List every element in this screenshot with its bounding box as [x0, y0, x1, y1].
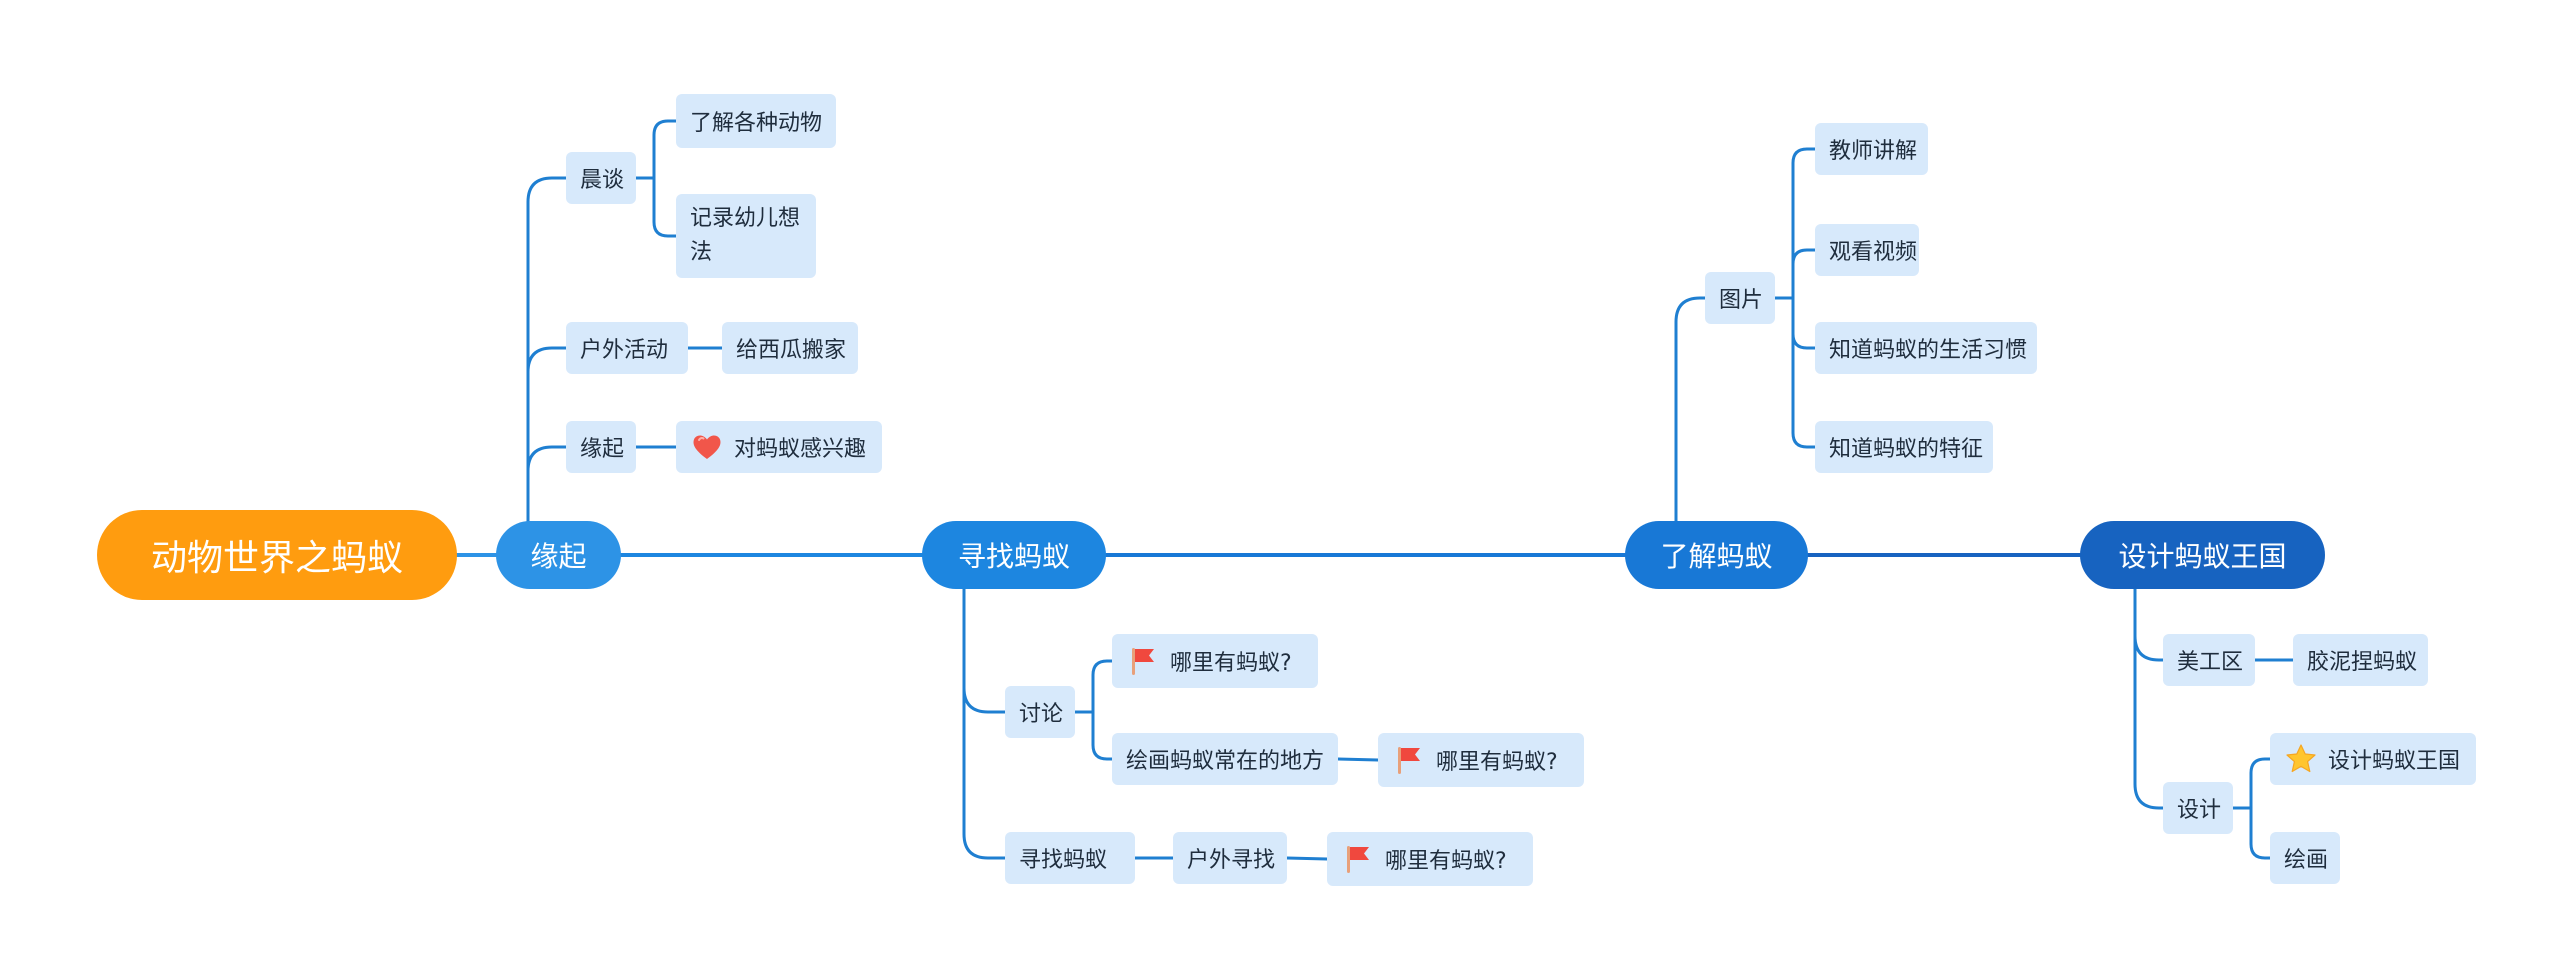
branch-node-sheji-mayi-wangguo[interactable]: 设计蚂蚁王国 — [2080, 521, 2325, 589]
topic-sheji[interactable]: 设计 — [2163, 782, 2233, 834]
topic-label: 哪里有蚂蚁? — [1385, 849, 1507, 874]
topic-huwai-xunzhao[interactable]: 户外寻找 — [1173, 832, 1287, 884]
topic-connector — [1091, 710, 1114, 761]
topic-connector — [1791, 296, 1817, 449]
topic-jilu-youer-xiangfa[interactable]: 记录幼儿想法 — [676, 194, 816, 278]
topic-label: 对蚂蚁感兴趣 — [734, 437, 867, 462]
topic-liaojie-gezhong-dongwu[interactable]: 了解各种动物 — [676, 94, 836, 148]
topic-nali-you-mayi[interactable]: 哪里有蚂蚁? — [1327, 832, 1533, 886]
branch3-connector — [1674, 296, 1707, 523]
branch-node-yuanqi[interactable]: 缘起 — [496, 521, 621, 589]
topic-connector — [1336, 757, 1380, 762]
root-node[interactable]: 动物世界之蚂蚁 — [97, 510, 457, 600]
star-icon — [2284, 742, 2318, 776]
topic-sheji-mayi-wangguo[interactable]: 设计蚂蚁王国 — [2270, 733, 2476, 785]
topic-huihua-mayi-chang-zai-de-difang[interactable]: 绘画蚂蚁常在的地方 — [1112, 733, 1338, 785]
topic-xunzhao-mayi[interactable]: 寻找蚂蚁 — [1005, 832, 1135, 884]
branch1-connector — [526, 176, 568, 523]
topic-guankan-shipin[interactable]: 观看视频 — [1815, 224, 1919, 276]
topic-connector — [2249, 806, 2272, 860]
flag-icon — [1392, 743, 1426, 777]
topic-connector — [652, 119, 678, 180]
branch-node-liaojie-mayi[interactable]: 了解蚂蚁 — [1625, 521, 1808, 589]
topic-connector — [2249, 757, 2272, 810]
topic-gei-xigua-banjia[interactable]: 给西瓜搬家 — [722, 322, 858, 374]
branch4-connector — [2133, 587, 2165, 810]
topic-connector — [1791, 147, 1817, 300]
flag-icon — [1126, 644, 1160, 678]
flag-icon — [1341, 842, 1375, 876]
topic-connector — [1791, 248, 1817, 300]
branch1-connector — [526, 445, 568, 523]
topic-jiaoshi-jiangjie[interactable]: 教师讲解 — [1815, 123, 1928, 175]
branch2-connector — [962, 587, 1007, 714]
topic-huihua[interactable]: 绘画 — [2270, 832, 2340, 884]
topic-zhidao-mayi-tezheng[interactable]: 知道蚂蚁的特征 — [1815, 421, 1993, 473]
topic-nali-you-mayi[interactable]: 哪里有蚂蚁? — [1112, 634, 1318, 688]
topic-label: 哪里有蚂蚁? — [1170, 651, 1292, 676]
branch1-connector — [526, 346, 568, 523]
topic-chentan[interactable]: 晨谈 — [566, 152, 636, 204]
topic-connector — [1091, 659, 1114, 714]
branch2-connector — [962, 587, 1007, 860]
topic-nali-you-mayi[interactable]: 哪里有蚂蚁? — [1378, 733, 1584, 787]
topic-jiaoni-nie-mayi[interactable]: 胶泥捏蚂蚁 — [2293, 634, 2428, 686]
topic-zhidao-mayi-shenghuo-xiguan[interactable]: 知道蚂蚁的生活习惯 — [1815, 322, 2037, 374]
topic-label: 哪里有蚂蚁? — [1436, 750, 1558, 775]
branch-node-xunzhao-mayi[interactable]: 寻找蚂蚁 — [922, 521, 1106, 589]
topic-connector — [1791, 296, 1817, 350]
topic-yuanqi[interactable]: 缘起 — [566, 421, 636, 473]
topic-connector — [1285, 856, 1329, 861]
topic-huwai-huodong[interactable]: 户外活动 — [566, 322, 688, 374]
topic-taolun[interactable]: 讨论 — [1005, 686, 1075, 738]
branch4-connector — [2133, 587, 2165, 662]
topic-meigongqu[interactable]: 美工区 — [2163, 634, 2255, 686]
topic-dui-mayi-ganxingqu[interactable]: 对蚂蚁感兴趣 — [676, 421, 882, 473]
topic-connector — [652, 176, 678, 238]
topic-tupian[interactable]: 图片 — [1705, 272, 1775, 324]
topic-label: 设计蚂蚁王国 — [2328, 749, 2461, 774]
heart-icon — [690, 430, 724, 464]
